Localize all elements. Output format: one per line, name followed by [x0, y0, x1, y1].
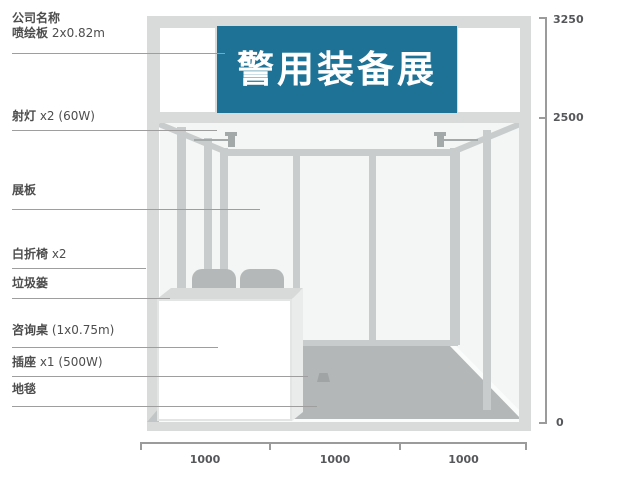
width-mark-3: 1000: [448, 453, 479, 466]
callout-label: 喷绘板: [12, 26, 49, 40]
height-mark-0: 0: [556, 416, 564, 429]
leader-line: [12, 406, 317, 407]
back-wall-bottom-rail: [222, 340, 458, 346]
leader-line: [12, 347, 218, 348]
fascia-panel-right: [458, 28, 520, 112]
folding-chair-right: [240, 269, 284, 289]
width-scale-tick: [525, 442, 527, 450]
banner: 警用装备展: [217, 26, 457, 113]
height-scale-line: [545, 17, 547, 424]
socket: [317, 373, 330, 382]
width-scale-tick: [140, 442, 142, 450]
callout-label: 射灯: [12, 109, 37, 123]
callout-spec: (1x0.75m): [48, 323, 115, 337]
width-mark-1: 1000: [189, 453, 221, 466]
spotlight-left-icon: [225, 132, 237, 136]
callout-label: 公司名称: [12, 11, 61, 25]
spotlight-left-body: [228, 136, 235, 147]
leader-line: [12, 53, 225, 54]
spotlight-left-arm: [194, 139, 228, 141]
fascia-panel-left: [160, 28, 215, 112]
width-scale-tick: [399, 442, 401, 450]
height-scale-tick: [539, 117, 545, 119]
leader-line: [12, 298, 170, 299]
callout-label: 白折椅: [12, 247, 49, 261]
back-wall-divider-post-1: [293, 156, 300, 345]
booth-base: [147, 422, 531, 431]
width-scale-line: [140, 442, 527, 444]
callout-label: 插座: [12, 355, 37, 369]
callout-label: 地毯: [12, 382, 37, 396]
back-wall-divider-post-2: [369, 156, 376, 345]
outer-column-right: [519, 123, 531, 431]
width-scale-tick: [269, 442, 271, 450]
height-mark-2500: 2500: [553, 111, 584, 124]
height-mark-3250: 3250: [553, 13, 584, 26]
fascia-frame: 警用装备展: [147, 16, 531, 123]
back-corner-post-left: [220, 148, 228, 345]
width-mark-2: 1000: [319, 453, 351, 466]
spotlight-right-body: [437, 136, 444, 147]
side-post-left-front: [177, 127, 186, 416]
height-scale-tick: [539, 17, 545, 19]
info-desk-front: [157, 299, 292, 421]
leader-line: [12, 130, 217, 131]
spotlight-right-arm: [444, 139, 478, 141]
back-corner-post-right: [450, 148, 460, 345]
back-wall-top-beam: [222, 149, 458, 156]
banner-text: 警用装备展: [237, 48, 437, 91]
callout-label: 展板: [12, 183, 37, 197]
leader-line: [12, 268, 146, 269]
callout-label: 垃圾篓: [12, 276, 49, 290]
leader-line: [12, 376, 308, 377]
side-post-left-mid: [204, 138, 212, 390]
side-post-right-front: [483, 130, 491, 410]
callout-spec: x1 (500W): [36, 355, 103, 369]
spotlight-right-icon: [434, 132, 446, 136]
folding-chair-left: [192, 269, 236, 289]
height-scale-tick: [539, 422, 545, 424]
callout-spec: x2: [48, 247, 67, 261]
callout-spec: x2 (60W): [36, 109, 95, 123]
leader-line: [12, 209, 260, 210]
callout-label: 咨询桌: [12, 323, 49, 337]
callout-spec: 2x0.82m: [48, 26, 105, 40]
outer-column-left: [147, 123, 159, 431]
